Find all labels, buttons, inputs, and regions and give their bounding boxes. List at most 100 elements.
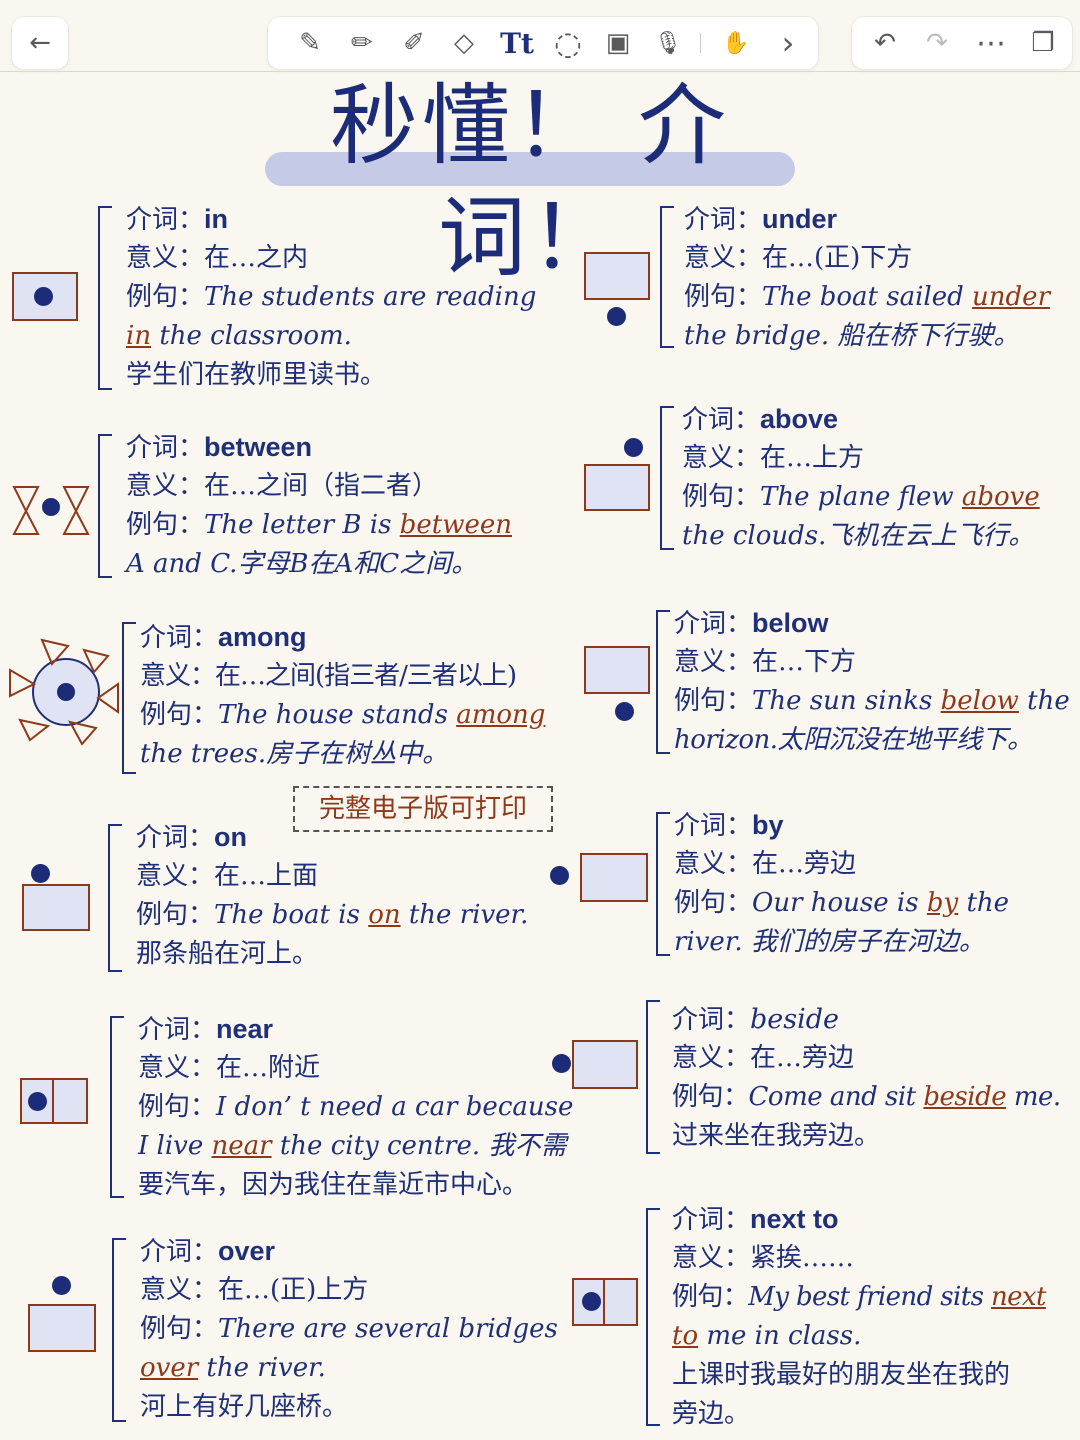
meaning-text: 在…(正)上方: [218, 1275, 369, 1305]
toolbar-divider-line: [0, 71, 1080, 72]
diagram-beside-box: [572, 1040, 638, 1089]
example-label: 例句：: [684, 282, 763, 312]
diagram-below-dot: [615, 702, 634, 721]
meaning-label: 意义：: [140, 661, 216, 691]
page-title: 秒懂！ 介词！: [330, 74, 730, 289]
meaning-label: 意义：: [126, 471, 205, 501]
entry-bracket: [122, 622, 136, 774]
diagram-between: [12, 486, 90, 535]
example-label: 例句：: [674, 686, 753, 716]
undo-icon[interactable]: ↶: [874, 28, 896, 58]
translation-text: 过来坐在我旁边。: [672, 1121, 881, 1151]
prep-label: 介词：: [672, 1205, 751, 1235]
meaning-label: 意义：: [684, 243, 763, 273]
diagram-nextto-dot: [582, 1292, 601, 1311]
diagram-triangle: [9, 668, 37, 698]
meaning-text: 在…之间(指三者/三者以上): [215, 661, 517, 691]
pages-icon[interactable]: ❐: [1031, 28, 1055, 58]
meaning-text: 在…之内: [204, 243, 309, 273]
prep-word: between: [204, 432, 313, 462]
example-text: The students are reading: [204, 282, 537, 312]
redo-icon[interactable]: ↷: [926, 28, 948, 58]
diagram-on-box: [22, 884, 90, 931]
example-underlined-word: among: [456, 700, 546, 730]
entry-bracket: [98, 434, 112, 578]
diagram-under-dot: [607, 307, 626, 326]
diagram-triangle: [12, 508, 40, 535]
example-text: The boat is: [214, 900, 369, 930]
example-text-cont: horizon.太阳沉没在地平线下。: [674, 725, 1033, 755]
entry-bracket: [646, 1000, 660, 1154]
meaning-label: 意义：: [682, 443, 761, 473]
entry-bracket: [656, 812, 670, 956]
lasso-tool-icon[interactable]: ◌: [554, 24, 582, 62]
diagram-beside-dot: [552, 1054, 571, 1073]
prep-word: over: [218, 1236, 276, 1266]
diagram-among: [9, 638, 119, 746]
mic-tool-icon[interactable]: 🎙: [654, 30, 682, 56]
diagram-above-dot: [624, 438, 643, 457]
meaning-text: 在…旁边: [750, 1043, 855, 1073]
diagram-dot: [42, 498, 60, 516]
meaning-text: 在…下方: [752, 647, 857, 677]
pen-tool-icon[interactable]: ✎: [299, 28, 321, 58]
chevron-right-icon[interactable]: ›: [781, 24, 795, 62]
prep-label: 介词：: [684, 205, 763, 235]
prep-word: among: [218, 622, 307, 652]
text-tool-icon[interactable]: Tt: [500, 26, 534, 60]
title-highlight: [265, 152, 795, 186]
prep-word: beside: [750, 1004, 840, 1035]
example-label: 例句：: [682, 482, 761, 512]
diagram-near-dot: [28, 1092, 47, 1111]
example-text-cont: the classroom.: [151, 321, 352, 351]
example-label: 例句：: [672, 1282, 749, 1312]
meaning-text: 紧挨……: [750, 1243, 855, 1273]
pencil-tool-icon[interactable]: ✏: [351, 28, 373, 58]
diagram-by-dot: [550, 866, 569, 885]
diagram-triangle: [18, 718, 51, 742]
diagram-above-box: [584, 464, 650, 511]
translation-text-cont: 旁边。: [672, 1399, 751, 1429]
example-label: 例句：: [674, 888, 753, 918]
example-text-cont: the city centre. 我不需: [271, 1131, 567, 1161]
meaning-text: 在…旁边: [752, 849, 857, 879]
example-label: 例句：: [138, 1092, 217, 1122]
entry-bracket: [108, 824, 122, 972]
diagram-below-box: [584, 646, 650, 694]
back-button[interactable]: ←: [12, 17, 68, 69]
translation-text: 那条船在河上。: [136, 939, 319, 969]
diagram-near-divider: [52, 1078, 54, 1124]
example-label: 例句：: [136, 900, 215, 930]
meaning-label: 意义：: [672, 1243, 751, 1273]
image-tool-icon[interactable]: ▣: [605, 28, 631, 58]
entry-bracket: [656, 610, 670, 754]
highlighter-tool-icon[interactable]: ✐: [403, 28, 425, 58]
example-underlined-word: to: [672, 1321, 699, 1351]
hand-tool-icon[interactable]: ✋: [722, 30, 750, 56]
diagram-under-box: [584, 252, 650, 300]
example-text-cont: the trees.房子在树丛中。: [140, 739, 449, 769]
diagram-nextto-divider: [603, 1278, 605, 1326]
meaning-label: 意义：: [136, 861, 215, 891]
more-icon[interactable]: ⋯: [976, 25, 1006, 61]
meaning-label: 意义：: [140, 1275, 219, 1305]
prep-word: below: [752, 608, 829, 638]
translation-text: 河上有好几座桥。: [140, 1392, 349, 1422]
example-text-cont: me in class.: [698, 1321, 862, 1351]
diagram-triangle: [96, 682, 119, 714]
example-text: Our house is: [752, 888, 927, 918]
prep-word: in: [204, 204, 229, 234]
example-text: There are several bridges: [218, 1314, 558, 1344]
example-label: 例句：: [140, 1314, 219, 1344]
eraser-tool-icon[interactable]: ◇: [454, 28, 474, 58]
toolbar-divider: [700, 33, 701, 53]
example-text-cont: me.: [1006, 1082, 1061, 1112]
prep-word: by: [752, 810, 784, 840]
diagram-triangle: [68, 720, 98, 746]
example-underlined-word: in: [126, 321, 152, 351]
example-underlined-word: below: [940, 686, 1019, 716]
example-text: My best friend sits: [748, 1282, 991, 1312]
prep-word: next to: [750, 1204, 839, 1234]
diagram-in-dot: [34, 287, 53, 306]
prep-word: above: [760, 404, 839, 434]
